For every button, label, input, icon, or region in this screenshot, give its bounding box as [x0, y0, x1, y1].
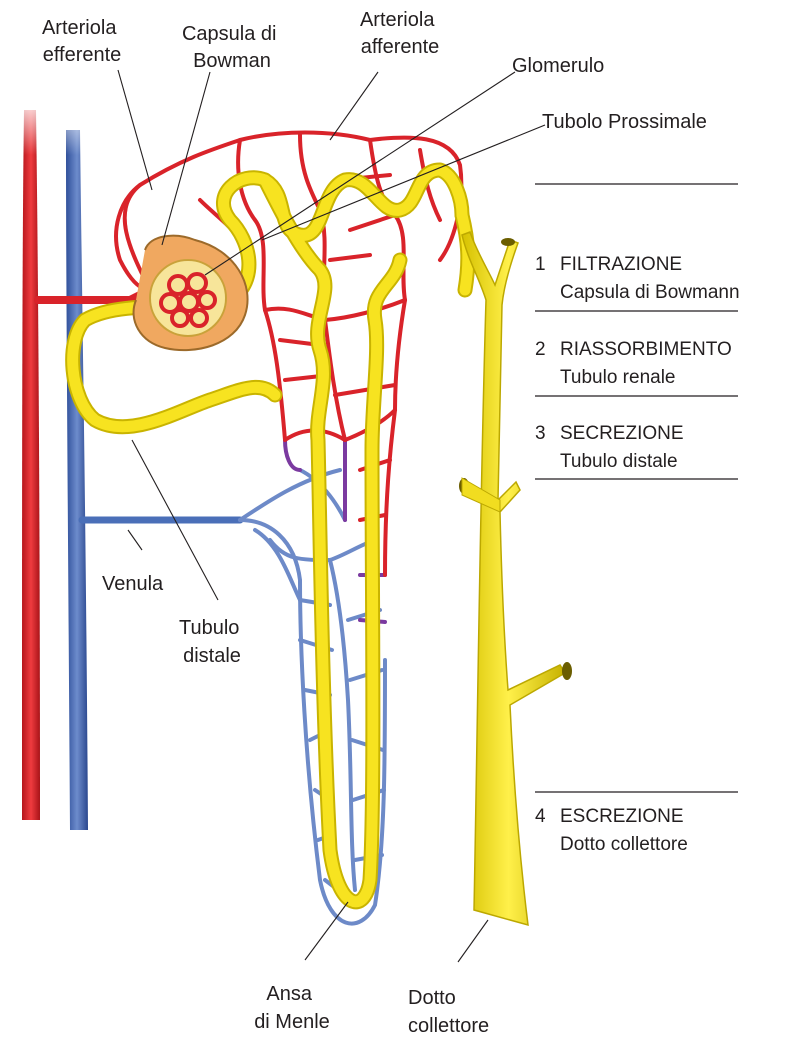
leader-capsula-di-bowman [162, 72, 210, 245]
stage-1-number: 1 [535, 254, 546, 275]
leader-arteriola-efferente [118, 70, 152, 190]
stage-4-title: ESCREZIONE [560, 806, 684, 827]
duct-opening-low [562, 662, 572, 680]
collecting-duct [459, 232, 572, 925]
stage-3-title: SECREZIONE [560, 423, 684, 444]
stage-1: 1 FILTRAZIONE Capsula di Bowmann [535, 254, 740, 303]
leader-dotto-collettore [458, 920, 488, 962]
label-capsula-di-bowman: Capsula di Bowman [182, 23, 282, 72]
stage-2-title: RIASSORBIMENTO [560, 339, 732, 360]
label-glomerulo: Glomerulo [512, 55, 604, 77]
venous-capillary-network [240, 470, 385, 924]
stage-2-subtitle: Tubulo renale [560, 367, 675, 388]
leader-arteriola-afferente [330, 72, 378, 140]
stage-2: 2 RIASSORBIMENTO Tubulo renale [535, 339, 732, 388]
stage-4: 4 ESCREZIONE Dotto collettore [535, 806, 688, 855]
leader-venula [128, 530, 142, 550]
artery-vessel [22, 110, 40, 820]
stage-4-number: 4 [535, 806, 546, 827]
stage-1-subtitle: Capsula di Bowmann [560, 282, 740, 303]
stage-3: 3 SECREZIONE Tubulo distale [535, 423, 684, 472]
label-ansa-di-menle: Ansa di Menle [254, 983, 330, 1033]
label-arteriola-efferente: Arteriola efferente [42, 17, 122, 66]
stage-1-title: FILTRAZIONE [560, 254, 682, 275]
label-venula: Venula [102, 573, 164, 595]
leader-ansa-di-menle [305, 902, 348, 960]
stage-3-subtitle: Tubulo distale [560, 451, 678, 472]
stage-2-number: 2 [535, 339, 546, 360]
label-tubolo-prossimale: Tubolo Prossimale [542, 111, 707, 133]
leader-tubolo-prossimale [262, 125, 545, 240]
label-arteriola-afferente: Arteriola afferente [360, 9, 440, 58]
stage-4-subtitle: Dotto collettore [560, 834, 688, 855]
vein-vessel [66, 130, 88, 830]
duct-opening-top [501, 238, 515, 246]
stage-separators [535, 184, 738, 792]
label-dotto-collettore: Dotto collettore [408, 987, 489, 1037]
vessel-fade-top [10, 95, 100, 155]
stage-3-number: 3 [535, 423, 546, 444]
afferent-arteriole [38, 290, 150, 300]
label-tubulo-distale: Tubulo distale [179, 617, 245, 667]
